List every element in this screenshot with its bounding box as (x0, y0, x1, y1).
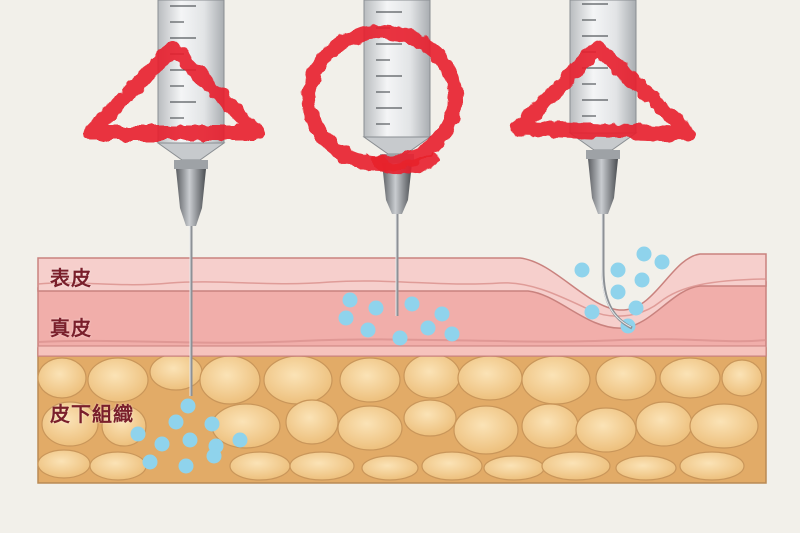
droplet-icon (444, 326, 460, 342)
fat-cell (679, 451, 745, 481)
fat-cell (87, 357, 149, 403)
fat-cells (37, 353, 763, 481)
droplet-icon (204, 416, 220, 432)
droplet-icon (404, 296, 420, 312)
fat-cell (41, 401, 99, 447)
fat-cell (149, 353, 203, 391)
droplet-icon (610, 284, 626, 300)
circle-mark-tail (372, 154, 438, 175)
fat-cell (541, 451, 611, 481)
fat-cell (615, 455, 677, 481)
fat-cell (89, 451, 147, 481)
fat-cell (659, 357, 721, 399)
dermis-lower-edge (37, 338, 767, 344)
fat-cell (689, 403, 759, 449)
fat-cell (635, 401, 693, 447)
droplet-icon (182, 432, 198, 448)
droplet-icon (342, 292, 358, 308)
droplet-icon (420, 320, 436, 336)
droplet-icon (168, 414, 184, 430)
fat-cell (483, 455, 545, 481)
triangle-mark-icon (510, 40, 698, 142)
droplet-icon (360, 322, 376, 338)
fat-cell (289, 451, 355, 481)
droplet-icon (232, 432, 248, 448)
fat-cell (521, 403, 579, 449)
fat-cell (337, 405, 403, 451)
fat-cell (263, 355, 333, 405)
droplet-icon (338, 310, 354, 326)
fat-cell (575, 407, 637, 453)
label-epidermis: 表皮 (50, 266, 92, 290)
fat-cell (403, 399, 457, 437)
syringe-icon (363, 0, 431, 138)
droplet-icon (636, 246, 652, 262)
label-subcutaneous: 皮下組織 (50, 402, 134, 426)
fat-cell (361, 455, 419, 481)
droplet-icon (634, 272, 650, 288)
droplet-icon (654, 254, 670, 270)
droplet-icon (130, 426, 146, 442)
fat-cell (403, 353, 461, 399)
droplet-icon (584, 304, 600, 320)
syringe-left (156, 0, 226, 396)
fat-cell (229, 451, 291, 481)
epidermis-layer (37, 253, 767, 329)
fat-cell (457, 355, 523, 401)
fat-cell (595, 355, 657, 401)
fat-cell (285, 399, 339, 445)
droplet-icon (154, 436, 170, 452)
fat-cell (453, 405, 519, 455)
droplet-icon (574, 262, 590, 278)
fat-cell (37, 449, 91, 479)
fat-cell (339, 357, 401, 403)
dermis-base-band (37, 345, 767, 357)
label-dermis: 真皮 (50, 316, 92, 340)
droplet-icon (180, 398, 196, 414)
triangle-mark-icon (82, 40, 265, 141)
evaluation-marks (82, 24, 698, 175)
droplet-icon (392, 330, 408, 346)
droplet-icon (610, 262, 626, 278)
droplet-icon (434, 306, 450, 322)
epidermis-wavy-line (37, 278, 767, 317)
droplet-icon (142, 454, 158, 470)
droplets (130, 246, 670, 474)
droplet-icon (368, 300, 384, 316)
fat-cell (37, 357, 87, 399)
droplet-icon (178, 458, 194, 474)
fat-cell (421, 451, 483, 481)
droplet-icon (206, 448, 222, 464)
droplet-icon (628, 300, 644, 316)
fat-cell (521, 355, 591, 405)
fat-cell (199, 355, 261, 405)
fat-cell (721, 359, 763, 397)
